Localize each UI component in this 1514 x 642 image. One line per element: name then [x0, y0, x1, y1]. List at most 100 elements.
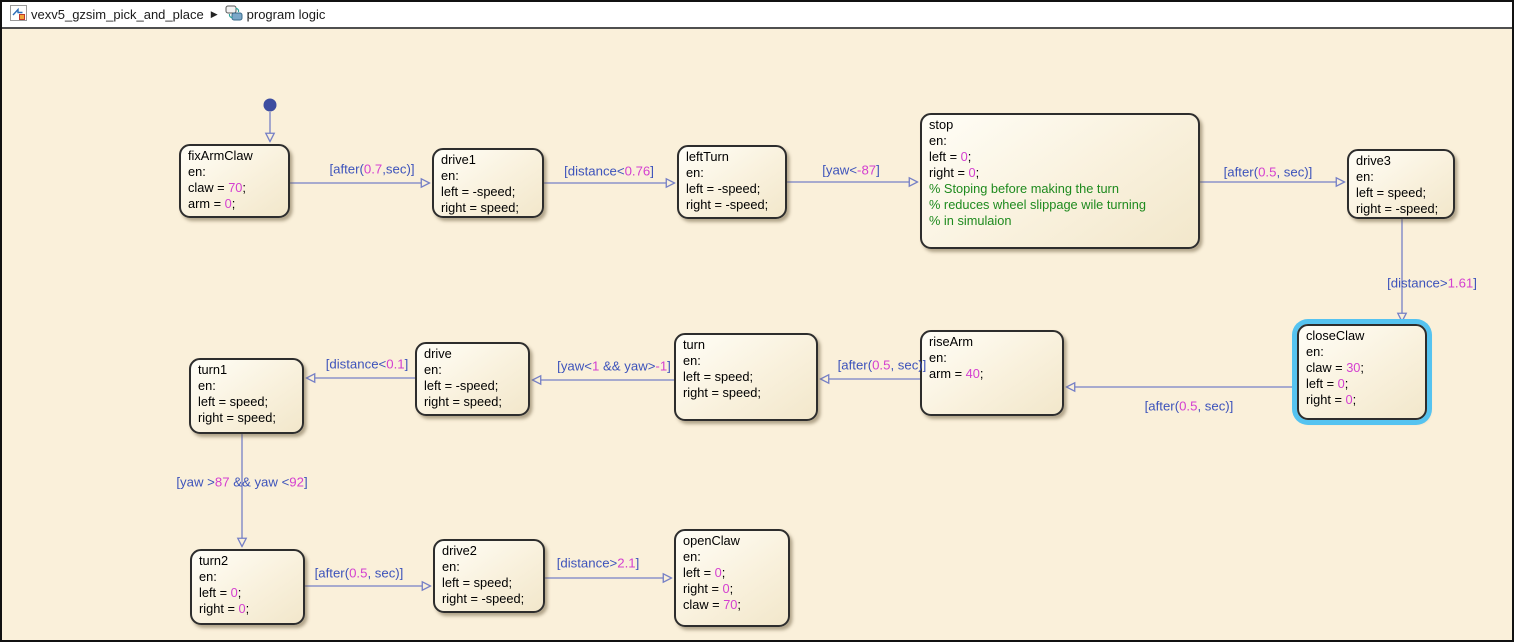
text-segment: claw =: [1306, 360, 1347, 375]
transition-label-turn-to-drive[interactable]: [yaw<1 && yaw>-1]: [557, 359, 671, 374]
text-segment: left =: [929, 149, 961, 164]
text-segment: ;: [979, 366, 984, 381]
transition-label-leftTurn-to-stop[interactable]: [yaw<-87]: [822, 163, 880, 178]
transition-label-closeClaw-to-riseArm[interactable]: [after(0.5, sec)]: [1145, 399, 1234, 414]
text-segment: en:: [683, 549, 701, 564]
transition-label-turn1-to-turn2[interactable]: [yaw >87 && yaw <92]: [176, 475, 307, 490]
transition-label-drive2-to-openClaw[interactable]: [distance>2.1]: [557, 556, 640, 571]
text-segment: 0.5: [1179, 398, 1198, 414]
breadcrumb-chart[interactable]: program logic: [225, 5, 326, 24]
state-action-line: left = speed;: [683, 369, 809, 385]
text-segment: % in simulaion: [929, 213, 1012, 228]
transition-label-drive1-to-leftTurn[interactable]: [distance<0.76]: [564, 164, 654, 179]
text-segment: , sec)]: [1197, 398, 1234, 414]
state-action-line: right = 0;: [683, 581, 781, 597]
transition-label-stop-to-drive3[interactable]: [after(0.5, sec)]: [1224, 165, 1313, 180]
state-title: leftTurn: [686, 149, 729, 164]
state-action-line: % Stoping before making the turn: [929, 181, 1191, 197]
breadcrumb-model-label[interactable]: vexv5_gzsim_pick_and_place: [31, 7, 204, 22]
state-action-line: % reduces wheel slippage wile turning: [929, 197, 1191, 213]
transition-label-drive-to-turn1[interactable]: [distance<0.1]: [326, 357, 409, 372]
transition-label-turn2-to-drive2[interactable]: [after(0.5, sec)]: [315, 566, 404, 581]
text-segment: ;: [231, 196, 236, 211]
text-segment: [distance>: [556, 555, 618, 571]
text-segment: -87: [857, 162, 877, 178]
text-segment: ;: [975, 165, 980, 180]
text-segment: [yaw<: [822, 162, 858, 178]
transition-label-riseArm-to-turn[interactable]: [after(0.5, sec)]: [838, 358, 927, 373]
transition-label-fixArmClaw-to-drive1[interactable]: [after(0.7,sec)]: [329, 162, 414, 177]
initial-state-dot[interactable]: [263, 98, 277, 112]
breadcrumb-chart-label[interactable]: program logic: [246, 7, 326, 22]
text-segment: en:: [442, 559, 460, 574]
text-segment: 1: [592, 358, 600, 374]
text-segment: ]: [303, 474, 308, 490]
state-action-line: left = 0;: [199, 585, 296, 601]
text-segment: 0.5: [1258, 164, 1277, 180]
text-segment: en:: [686, 165, 704, 180]
state-action-line: en:: [198, 378, 295, 394]
text-segment: , sec)]: [1276, 164, 1313, 180]
state-action-line: left = -speed;: [424, 378, 521, 394]
state-title: turn2: [199, 553, 229, 568]
text-segment: right =: [929, 165, 969, 180]
text-segment: 0.7: [363, 161, 383, 177]
state-action-line: claw = 70;: [683, 597, 781, 613]
state-action-line: claw = 70;: [188, 180, 281, 196]
state-title: drive: [424, 346, 452, 361]
breadcrumb-model[interactable]: vexv5_gzsim_pick_and_place: [10, 5, 204, 24]
text-segment: ]: [876, 162, 880, 178]
text-segment: en:: [1306, 344, 1324, 359]
text-segment: 2.1: [617, 555, 636, 571]
simulink-model-icon: [10, 5, 27, 24]
stateflow-chart-icon: [225, 5, 243, 24]
state-action-line: right = speed;: [441, 200, 535, 216]
state-action-line: en:: [929, 350, 1055, 366]
text-segment: ,sec)]: [382, 161, 415, 177]
text-segment: [distance<: [325, 356, 387, 372]
state-title: riseArm: [929, 334, 974, 349]
text-segment: 1.61: [1447, 275, 1474, 291]
text-segment: 30: [1346, 360, 1361, 375]
state-action-line: right = speed;: [683, 385, 809, 401]
breadcrumb-separator-icon: ▶: [210, 9, 218, 19]
state-action-line: right = -speed;: [686, 197, 778, 213]
text-segment: 92: [289, 474, 304, 490]
state-action-line: left = -speed;: [686, 181, 778, 197]
text-segment: right =: [199, 601, 239, 616]
state-title: stop: [929, 117, 954, 132]
text-segment: ;: [1360, 360, 1364, 375]
text-segment: 0: [238, 601, 246, 616]
text-segment: && yaw <: [229, 474, 290, 490]
text-segment: right = speed;: [198, 410, 276, 425]
text-segment: % reduces wheel slippage wile turning: [929, 197, 1146, 212]
state-title: fixArmClaw: [188, 148, 253, 163]
state-action-line: left = 0;: [683, 565, 781, 581]
text-segment: 0: [224, 196, 232, 211]
transition-label-drive3-to-closeClaw[interactable]: [distance>1.61]: [1387, 276, 1477, 291]
state-action-line: claw = 30;: [1306, 360, 1418, 376]
state-action-line: en:: [683, 353, 809, 369]
text-segment: 70: [228, 180, 243, 195]
text-segment: right = -speed;: [686, 197, 769, 212]
text-segment: en:: [683, 353, 701, 368]
state-action-line: left = speed;: [1356, 185, 1446, 201]
text-segment: , sec)]: [367, 565, 404, 581]
state-action-line: arm = 40;: [929, 366, 1055, 382]
state-action-line: left = speed;: [442, 575, 536, 591]
text-segment: right = speed;: [683, 385, 761, 400]
text-segment: left = speed;: [683, 369, 754, 384]
